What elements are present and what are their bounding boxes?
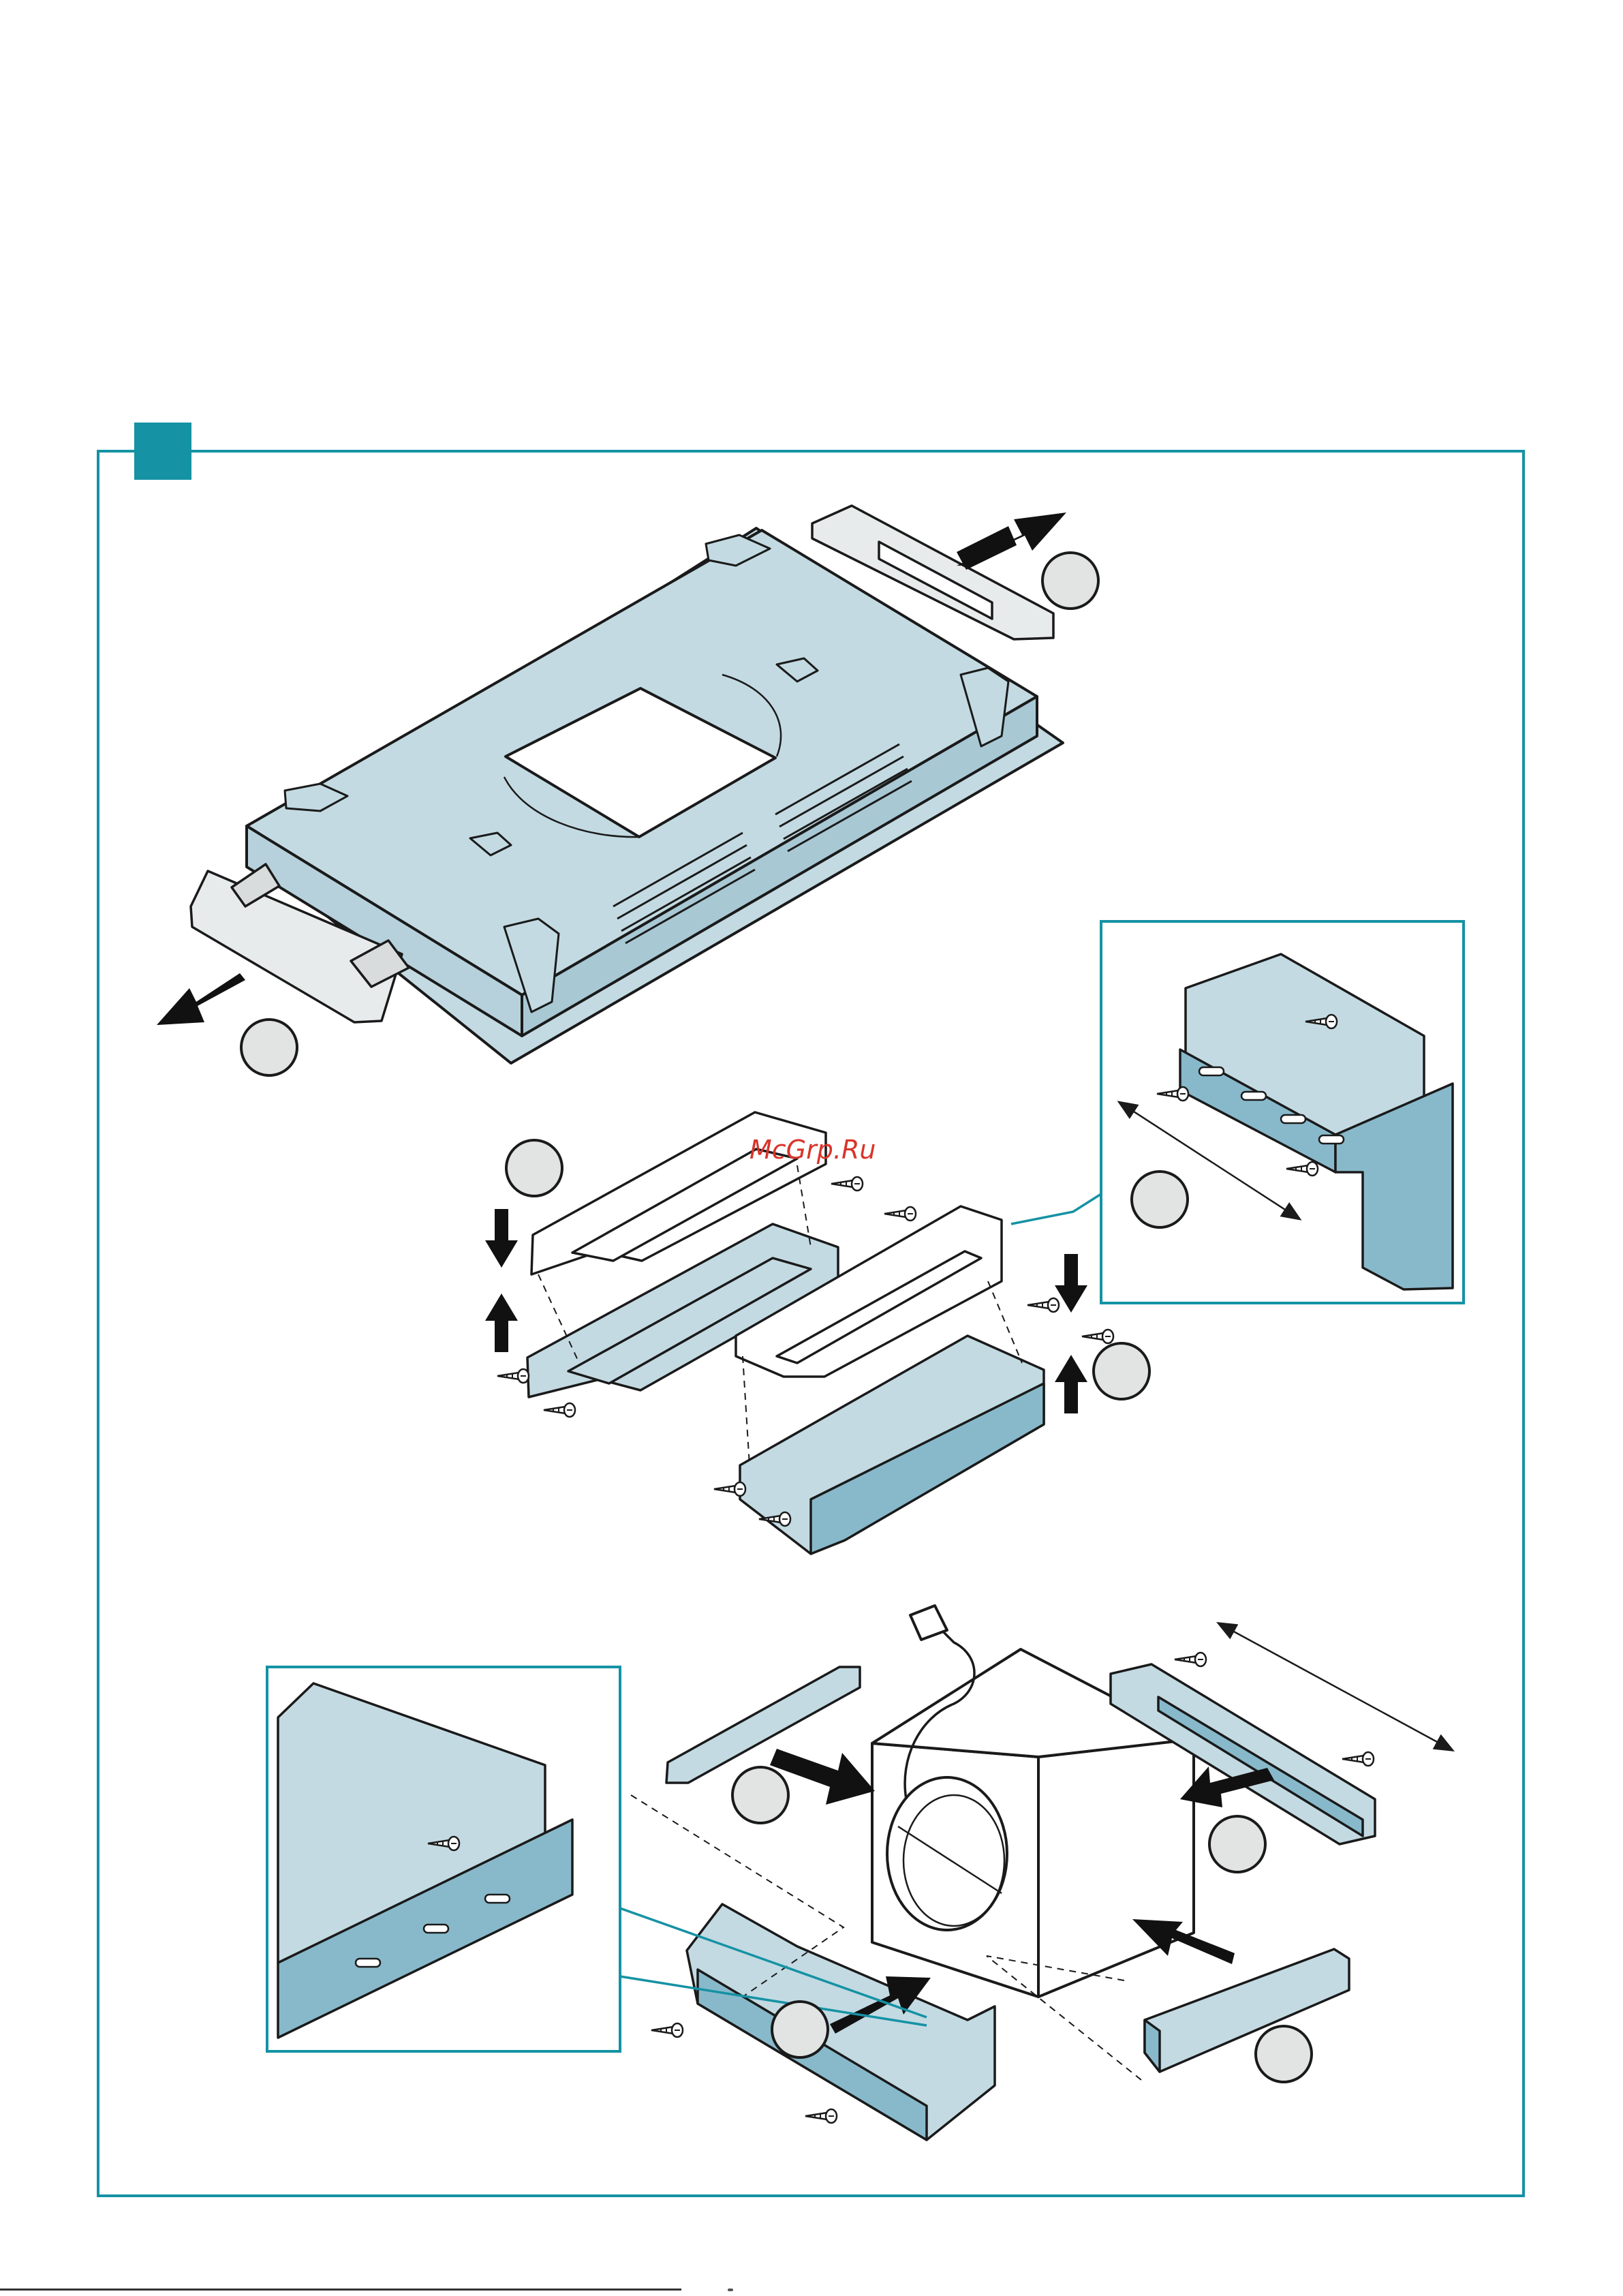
bracket-assembly [527, 1112, 1044, 1554]
callout-circle-top-right [1042, 553, 1098, 609]
watermark-text: McGrp.Ru [749, 1135, 876, 1165]
callout-circle-bottom-rail [1256, 2026, 1312, 2082]
fan-box-assembly [872, 1606, 1194, 1997]
callout-circle-brackets-left [506, 1140, 562, 1196]
footer-rule [0, 2289, 681, 2291]
fan-rail-bottom-right [1145, 1949, 1349, 2072]
callout-circle-bottom-bracket [772, 2002, 828, 2057]
callout-circle-brackets-right [1094, 1343, 1149, 1399]
callout-circle-top-left [241, 1020, 297, 1075]
zoom-detail-top [1011, 921, 1464, 1303]
callout-circle-right-rail [1209, 1816, 1265, 1872]
callout-circle-left-rail [732, 1767, 788, 1823]
footer-dot [728, 2289, 733, 2291]
remove-arrow-bottom [157, 973, 245, 1025]
fan-rail-left [666, 1667, 860, 1783]
step-marker-square [134, 423, 191, 480]
callout-circle-zoom-top [1132, 1172, 1188, 1227]
